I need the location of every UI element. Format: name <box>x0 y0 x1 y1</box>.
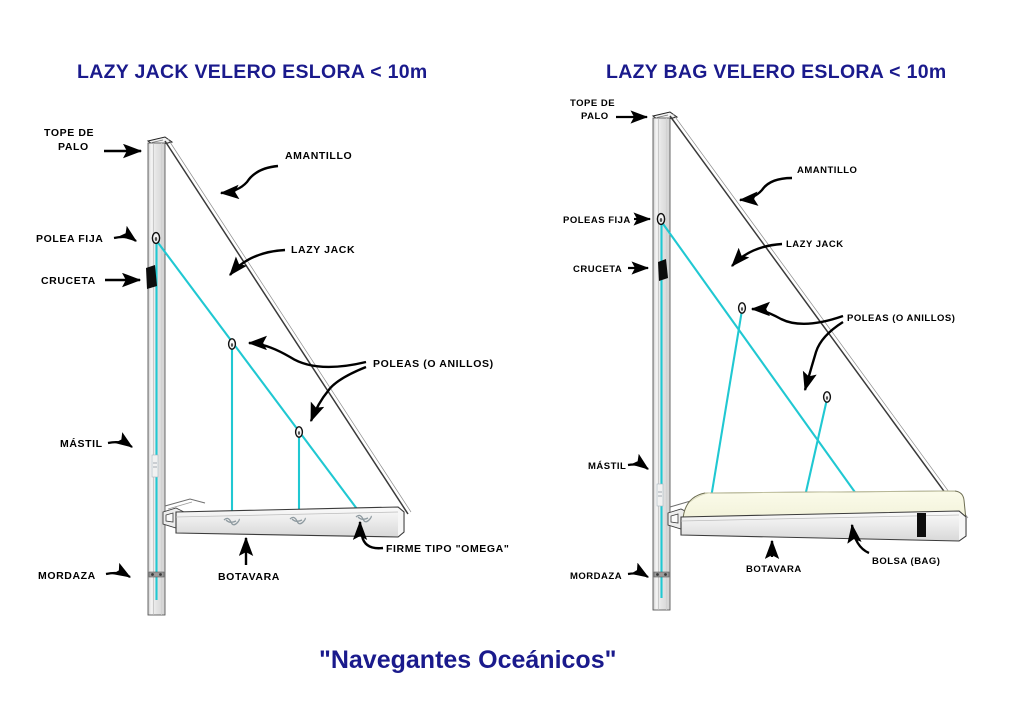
right-label-lazy-jack: LAZY JACK <box>786 239 844 250</box>
left-topping-lift-line-highlight <box>167 138 412 513</box>
right-leader-bag <box>847 523 870 555</box>
left-label-mast-top-line1: TOPE DE <box>44 127 94 139</box>
right-leader-cleat <box>627 562 649 578</box>
right-lazy-jack-main-line <box>660 220 873 517</box>
right-boom <box>680 510 967 542</box>
right-pulley-2 <box>822 391 832 403</box>
left-label-fixed-pulley: POLEA FIJA <box>36 233 103 245</box>
right-diagram-title: LAZY BAG VELERO ESLORA < 10m <box>606 61 947 83</box>
left-label-omega: FIRME TIPO "OMEGA" <box>386 543 509 555</box>
left-leader-lazy-jack <box>229 248 286 276</box>
right-diagram-group: TOPE DE PALO POLEAS FIJA CRUCETA MÁSTIL … <box>563 98 969 611</box>
right-label-mast-top-line2: PALO <box>581 111 609 122</box>
right-mast-plate <box>656 483 664 507</box>
right-label-cleat: MORDAZA <box>570 571 622 582</box>
left-spreader <box>146 265 157 289</box>
left-label-boom: BOTAVARA <box>218 571 280 583</box>
left-label-mast-top-line2: PALO <box>58 141 89 153</box>
left-leader-mast <box>107 432 133 448</box>
left-leader-pulleys-1 <box>247 335 367 369</box>
right-label-pulleys: POLEAS (O ANILLOS) <box>847 313 955 324</box>
right-leader-mast <box>627 453 649 470</box>
left-leader-omega <box>352 520 384 550</box>
right-lazy-jack-leg-2 <box>804 398 829 493</box>
left-topping-lift-line <box>164 140 409 515</box>
left-pulley-2 <box>294 426 304 438</box>
left-label-topping-lift: AMANTILLO <box>285 150 352 162</box>
right-topping-lift-line <box>669 115 966 521</box>
right-spreader <box>658 259 668 281</box>
right-leader-pulleys-2 <box>802 320 844 392</box>
right-label-fixed-pulleys: POLEAS FIJA <box>563 215 631 226</box>
left-cleat <box>148 571 165 578</box>
left-label-spreader: CRUCETA <box>41 275 96 287</box>
left-leader-fixed-pulley <box>113 225 137 242</box>
right-leader-lazy-jack <box>731 242 783 267</box>
left-boom <box>175 506 405 538</box>
right-fixed-pulleys <box>656 212 666 226</box>
right-pulley-1 <box>737 302 747 314</box>
right-label-bag: BOLSA (BAG) <box>872 556 940 567</box>
right-leader-pulleys-1 <box>750 301 844 326</box>
left-leader-pulleys-2 <box>309 365 367 423</box>
left-fixed-pulley <box>151 231 161 245</box>
left-lazy-jack-main-line <box>155 239 367 522</box>
left-diagram-title: LAZY JACK VELERO ESLORA < 10m <box>77 61 428 83</box>
right-leader-topping-lift <box>738 176 793 206</box>
left-leader-cleat <box>105 562 131 578</box>
right-label-spreader: CRUCETA <box>573 264 622 275</box>
left-diagram-group: TOPE DE PALO POLEA FIJA CRUCETA MÁSTIL M… <box>36 127 509 616</box>
left-pulley-1 <box>227 338 237 350</box>
right-label-mast: MÁSTIL <box>588 461 626 472</box>
right-lazy-jack-leg-1 <box>709 309 744 499</box>
right-label-mast-top-line1: TOPE DE <box>570 98 615 109</box>
left-label-cleat: MORDAZA <box>38 570 96 582</box>
right-label-topping-lift: AMANTILLO <box>797 165 857 176</box>
left-omega-fitting-2 <box>289 516 306 525</box>
right-cleat <box>653 571 670 578</box>
right-boom-end-marker <box>917 513 926 537</box>
footer-brand: "Navegantes Oceánicos" <box>319 646 616 674</box>
right-topping-lift-line-highlight <box>672 113 969 519</box>
left-label-pulleys: POLEAS (O ANILLOS) <box>373 358 494 370</box>
left-label-lazy-jack: LAZY JACK <box>291 244 355 256</box>
right-label-boom: BOTAVARA <box>746 564 802 575</box>
left-mast-plate <box>151 454 159 478</box>
left-leader-topping-lift <box>219 164 279 200</box>
left-label-mast: MÁSTIL <box>60 437 103 450</box>
left-omega-fitting-1 <box>223 517 240 526</box>
